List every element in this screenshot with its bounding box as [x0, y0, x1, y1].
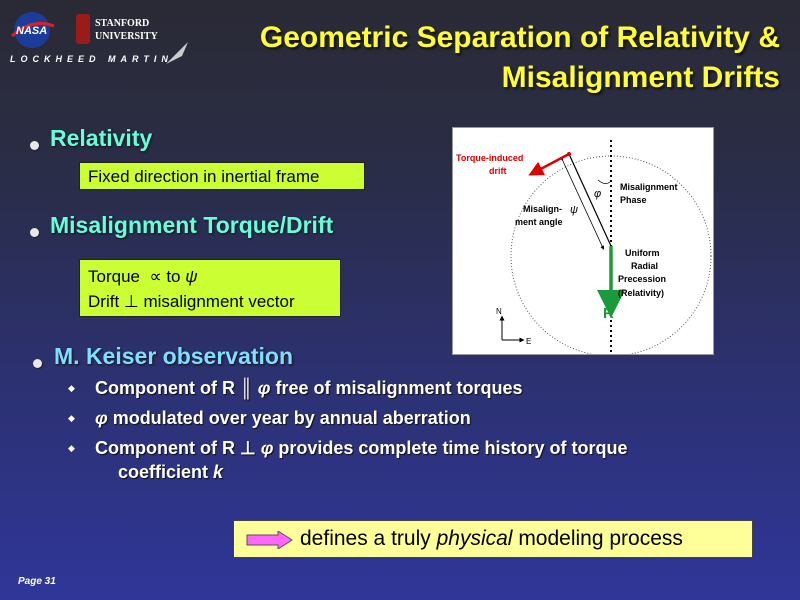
uniform-label-2: Radial [631, 261, 658, 271]
phi-symbol: φ [95, 408, 108, 428]
title-line2: Misalignment Drifts [501, 61, 780, 94]
keiser-item-2: φ modulated over year by annual aberrati… [95, 408, 471, 428]
torque-label-1: Torque-induced [456, 153, 523, 163]
keiser-heading: M. Keiser observation [54, 343, 294, 369]
phase-label-1: Misalignment [620, 182, 678, 192]
misalignment-heading: Misalignment Torque/Drift [50, 212, 334, 238]
nasa-logo [14, 12, 50, 48]
psi-symbol: ψ [185, 267, 198, 286]
psi-label: ψ [570, 204, 578, 216]
bullet-dot [33, 359, 42, 368]
phi-label: φ [594, 188, 601, 200]
perpendicular-symbol: ⊥ [240, 438, 256, 458]
uniform-label-3: Precession [618, 274, 666, 284]
callout-text: defines a truly physical modeling proces… [300, 527, 683, 550]
lockheed-logo: LOCKHEED MARTIN [10, 54, 173, 64]
misalignment-box: Torque ∝ to ψ Drift ⊥ misalignment vecto… [79, 259, 341, 317]
N-label: N [496, 307, 502, 316]
drift-point [567, 152, 571, 156]
stanford-line2: UNIVERSITY [95, 31, 159, 42]
misalignment-vector [568, 153, 612, 247]
diamond-bullet-icon: ◆ [68, 383, 75, 393]
uniform-label-1: Uniform [625, 248, 660, 258]
parallel-symbol: ║ [240, 378, 253, 398]
bullet-dot [30, 141, 39, 150]
diamond-bullet-icon: ◆ [68, 413, 75, 423]
k-symbol: k [213, 462, 224, 482]
stanford-line1: STANFORD [95, 18, 149, 29]
diagram-svg: Torque-induced drift Misalign- ment angl… [456, 140, 712, 357]
E-label: E [526, 337, 531, 346]
torque-drift-arrow [528, 152, 570, 176]
right-arrow-icon [246, 531, 293, 549]
torque-label-2: drift [489, 166, 507, 176]
phase-label-2: Phase [620, 195, 647, 205]
uniform-label-4: (Relativity) [618, 288, 664, 298]
slide-title: Geometric Separation of Relativity & Mis… [200, 18, 780, 98]
nasa-logo-text: NASA [16, 25, 47, 37]
proportional-symbol: ∝ [149, 267, 162, 286]
drift-line: Drift ⊥ misalignment vector [88, 292, 295, 311]
torque-line: Torque ∝ to ψ [88, 267, 198, 286]
phi-symbol: φ [257, 378, 271, 398]
phi-symbol: φ [260, 438, 274, 458]
title-line1: Geometric Separation of Relativity & [259, 21, 780, 54]
keiser-item-1: Component of R ║ φ free of misalignment … [95, 378, 523, 398]
keiser-item-3-cont: coefficient k [118, 462, 224, 482]
logo-group: NASA STANFORD UNIVERSITY LOCKHEED MARTIN [6, 6, 196, 74]
lockheed-star-icon [166, 42, 188, 64]
keiser-item-3: Component of R ⊥ φ provides complete tim… [95, 438, 628, 458]
diamond-bullet-icon: ◆ [68, 443, 75, 453]
misalign-label-1: Misalign- [523, 204, 562, 214]
bullet-dot [30, 228, 39, 237]
misalign-label-2: ment angle [515, 217, 563, 227]
perpendicular-symbol: ⊥ [123, 292, 139, 311]
psi-arrow [559, 156, 604, 250]
phi-arc [597, 179, 611, 184]
callout-box: defines a truly physical modeling proces… [233, 520, 753, 558]
R-label: R [603, 305, 614, 322]
logo-graphics: NASA STANFORD UNIVERSITY LOCKHEED MARTIN [10, 12, 188, 64]
page-number: Page 31 [18, 576, 56, 587]
precession-diagram: Torque-induced drift Misalign- ment angl… [452, 127, 714, 357]
relativity-heading: Relativity [50, 125, 153, 151]
relativity-box: Fixed direction in inertial frame [79, 162, 365, 190]
stanford-logo [76, 14, 90, 44]
